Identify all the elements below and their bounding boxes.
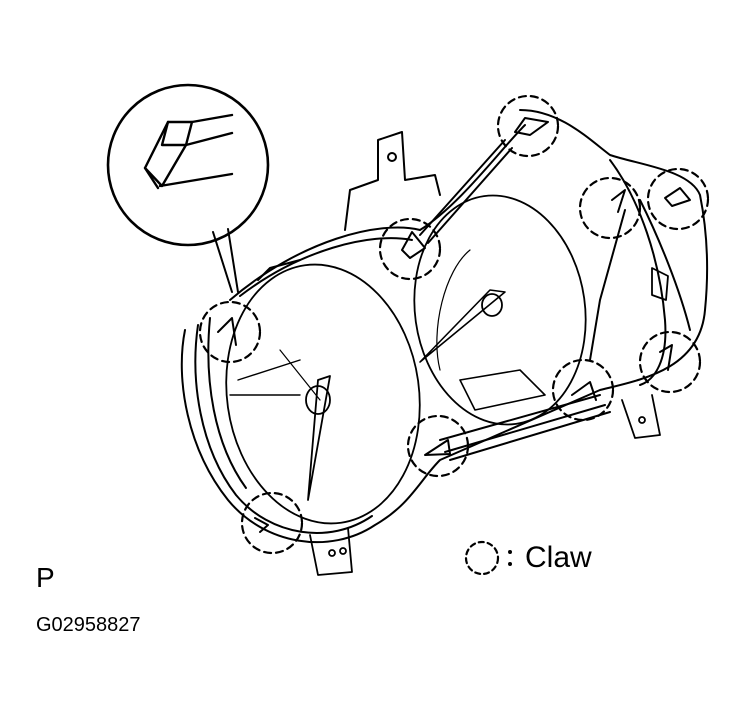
claw-detail-callout: [106, 83, 270, 293]
left-gauge-dial: [225, 263, 421, 525]
legend-dot-upper: [508, 550, 512, 554]
claw-marker: [198, 300, 262, 364]
claw-marker: [551, 358, 615, 422]
claw-marker: [406, 414, 470, 478]
figure-code: G02958827: [36, 614, 141, 636]
claw-markers: [198, 94, 710, 555]
claw-marker: [646, 167, 710, 231]
claw-shapes: [217, 117, 691, 533]
meter-housing: [180, 109, 709, 544]
legend-label: Claw: [525, 541, 592, 574]
claw-marker: [240, 491, 304, 555]
claw-marker: [496, 94, 560, 158]
legend-claw-symbol: [464, 540, 500, 576]
mounting-tabs: [309, 267, 669, 576]
claw-marker: [638, 330, 702, 394]
view-letter: P: [36, 562, 55, 593]
claw-marker: [578, 176, 642, 240]
claw-marker: [378, 217, 442, 281]
right-gauge-dial: [413, 194, 587, 426]
claw-detail-icon: [143, 113, 234, 190]
legend-dot-lower: [508, 562, 512, 566]
